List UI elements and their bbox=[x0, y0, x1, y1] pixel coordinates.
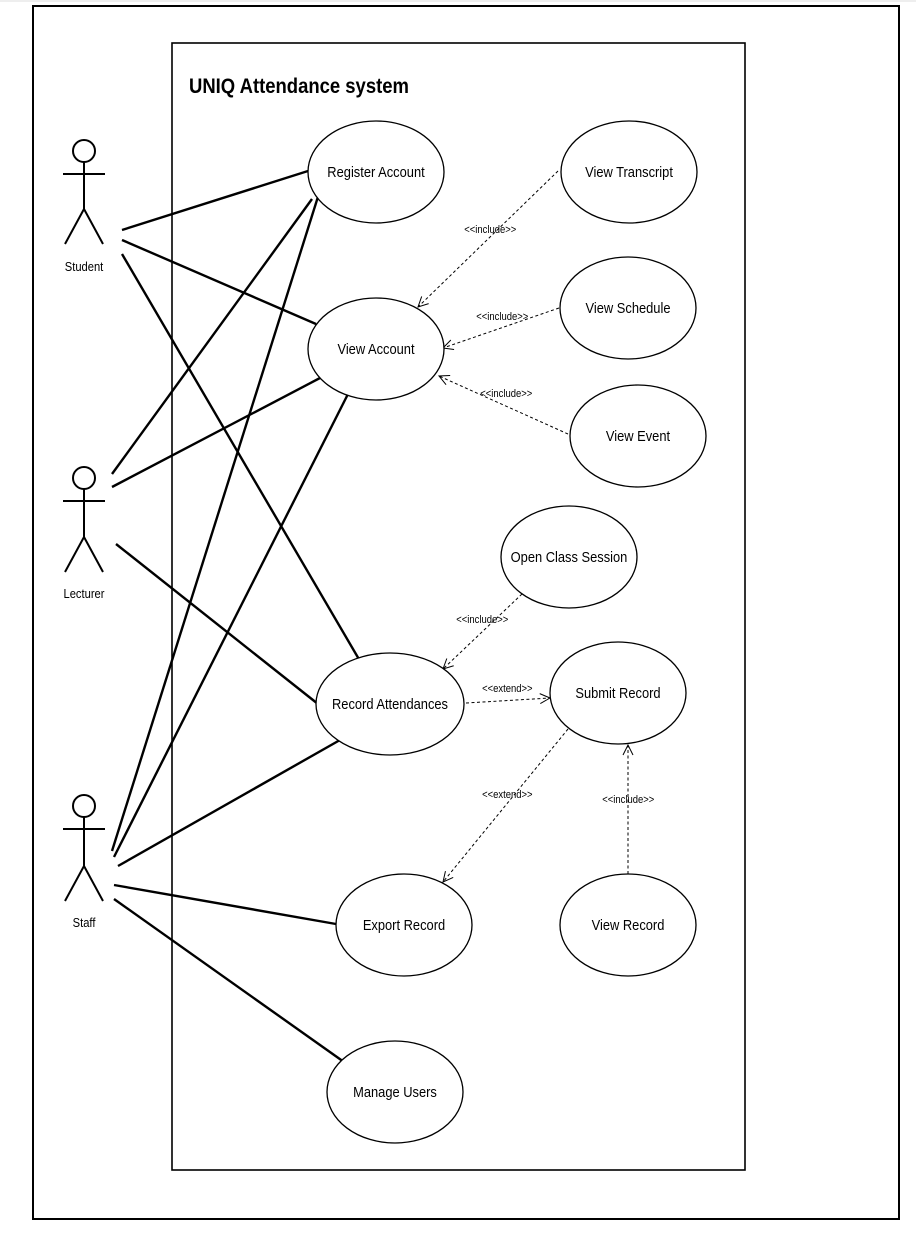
association-lines bbox=[110, 169, 362, 1063]
use-case-view-record[interactable]: View Record bbox=[559, 873, 697, 977]
stereotype-label: <<include>> bbox=[480, 388, 532, 400]
use-case-label: View Event bbox=[606, 427, 670, 444]
page-frame bbox=[32, 5, 900, 1220]
association-student-record-attendances bbox=[120, 253, 362, 662]
stereotype-label: <<include>> bbox=[602, 794, 654, 806]
association-staff-view-account bbox=[112, 393, 350, 858]
stereotype-labels: <<include>> <<include>> <<include>> <<in… bbox=[456, 224, 654, 806]
use-case-open-class-session[interactable]: Open Class Session bbox=[500, 505, 638, 609]
use-case-submit-record[interactable]: Submit Record bbox=[549, 641, 687, 745]
use-case-register-account[interactable]: Register Account bbox=[307, 120, 445, 224]
stereotype-label: <<extend>> bbox=[482, 683, 532, 695]
stereotype-label: <<include>> bbox=[456, 614, 508, 626]
include-arrow-open-class-session bbox=[443, 593, 523, 669]
association-student-register-account bbox=[121, 169, 309, 232]
association-student-view-account bbox=[121, 238, 317, 326]
stereotype-label: <<include>> bbox=[476, 311, 528, 323]
association-staff-record-attendances bbox=[117, 738, 341, 868]
use-case-view-schedule[interactable]: View Schedule bbox=[559, 256, 697, 360]
actor-staff[interactable]: Staff bbox=[63, 794, 105, 930]
use-case-manage-users[interactable]: Manage Users bbox=[326, 1040, 464, 1144]
association-lecturer-record-attendances bbox=[115, 543, 319, 705]
use-case-label: View Transcript bbox=[585, 163, 673, 180]
extend-arrow-submit-record bbox=[465, 698, 550, 703]
stick-figure-icon bbox=[63, 466, 105, 573]
use-case-label: View Schedule bbox=[586, 299, 671, 316]
stereotype-label: <<extend>> bbox=[482, 789, 532, 801]
association-lecturer-view-account bbox=[111, 376, 321, 489]
include-arrow-view-schedule bbox=[443, 307, 560, 348]
use-case-label: Manage Users bbox=[353, 1083, 437, 1100]
use-case-label: Record Attendances bbox=[332, 695, 448, 712]
system-boundary bbox=[171, 42, 746, 1171]
stick-figure-icon bbox=[63, 139, 105, 245]
stereotype-label: <<include>> bbox=[464, 224, 516, 236]
use-case-view-transcript[interactable]: View Transcript bbox=[560, 120, 698, 224]
use-case-view-event[interactable]: View Event bbox=[569, 384, 707, 488]
use-case-label: Register Account bbox=[327, 163, 424, 180]
use-case-record-attendances[interactable]: Record Attendances bbox=[315, 652, 465, 756]
use-case-label: Open Class Session bbox=[511, 548, 628, 565]
actor-label: Staff bbox=[73, 915, 96, 930]
actor-label: Lecturer bbox=[64, 586, 105, 601]
use-case-label: View Account bbox=[337, 340, 414, 357]
association-lecturer-register-account bbox=[111, 198, 313, 475]
use-case-label: View Record bbox=[592, 916, 665, 933]
stick-figure-icon bbox=[63, 794, 105, 902]
use-case-view-account[interactable]: View Account bbox=[307, 297, 445, 401]
use-case-export-record[interactable]: Export Record bbox=[335, 873, 473, 977]
association-staff-export-record bbox=[113, 883, 337, 926]
extend-arrow-export-record bbox=[443, 728, 569, 882]
system-title: UNIQ Attendance system bbox=[189, 75, 409, 98]
use-case-label: Export Record bbox=[363, 916, 445, 933]
association-staff-register-account bbox=[110, 183, 324, 852]
actor-student[interactable]: Student bbox=[63, 139, 105, 274]
use-case-label: Submit Record bbox=[575, 684, 660, 701]
actor-label: Student bbox=[65, 259, 104, 274]
include-arrow-view-event bbox=[439, 376, 569, 435]
dependency-lines bbox=[418, 170, 628, 882]
actor-lecturer[interactable]: Lecturer bbox=[63, 466, 105, 601]
association-staff-manage-users bbox=[113, 898, 345, 1063]
